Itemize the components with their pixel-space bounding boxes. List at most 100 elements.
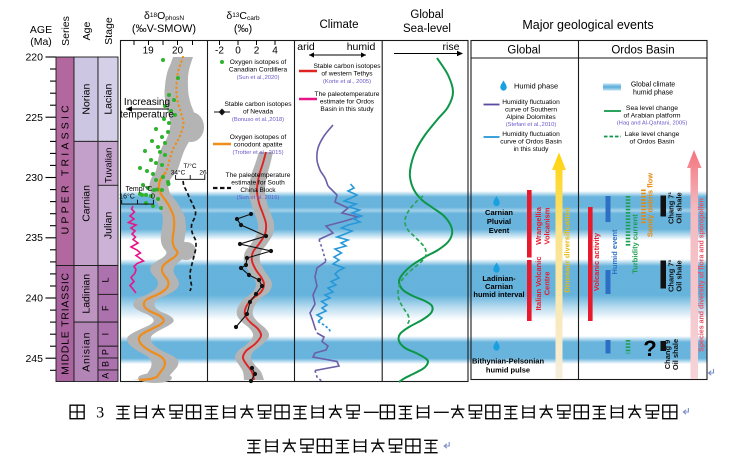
svg-text:Event: Event xyxy=(489,226,510,235)
svg-text:Stable carbon isotopes: Stable carbon isotopes xyxy=(224,101,292,108)
svg-text:230: 230 xyxy=(25,172,43,184)
svg-text:humid: humid xyxy=(347,41,376,53)
svg-text:UPPER TRIASSIC: UPPER TRIASSIC xyxy=(60,102,72,234)
svg-text:2: 2 xyxy=(254,46,260,57)
svg-text:B: B xyxy=(101,361,111,367)
svg-text:of Nevada: of Nevada xyxy=(243,108,273,115)
svg-text:Ordos Basin: Ordos Basin xyxy=(611,45,674,57)
svg-text:Oxygen isotopes of: Oxygen isotopes of xyxy=(230,59,287,66)
svg-text:Chang 7¹: Chang 7¹ xyxy=(667,191,676,224)
svg-text:Oil shale: Oil shale xyxy=(675,260,684,291)
svg-text:Increasing: Increasing xyxy=(124,97,170,108)
svg-text:Sandy debris flow: Sandy debris flow xyxy=(646,173,655,237)
svg-text:Chang 7³: Chang 7³ xyxy=(667,259,676,292)
svg-text:225: 225 xyxy=(25,112,43,124)
svg-text:curve of Southern: curve of Southern xyxy=(505,106,557,113)
svg-text:in this study: in this study xyxy=(514,146,550,153)
svg-text:(Stefani et al.,2010): (Stefani et al.,2010) xyxy=(506,122,557,128)
svg-text:Lacian: Lacian xyxy=(103,84,115,115)
svg-text:26: 26 xyxy=(199,170,207,177)
svg-text:3: 3 xyxy=(96,404,104,421)
svg-text:Ladinian-: Ladinian- xyxy=(482,274,516,283)
svg-text:Volcanism: Volcanism xyxy=(543,207,552,244)
svg-text:Ladinian: Ladinian xyxy=(81,274,93,314)
svg-text:Wrangellia: Wrangellia xyxy=(534,206,543,245)
svg-text:0: 0 xyxy=(151,194,155,201)
svg-text:AGE: AGE xyxy=(30,24,52,36)
svg-text:Temp/°C: Temp/°C xyxy=(126,185,153,193)
svg-text:Sea-level: Sea-level xyxy=(403,23,451,35)
svg-text:estimate for South: estimate for South xyxy=(231,179,285,186)
svg-text:humid phase: humid phase xyxy=(633,90,673,97)
svg-text:Dinosaur diversification: Dinosaur diversification xyxy=(563,207,572,293)
svg-text:Oil shale: Oil shale xyxy=(671,339,680,370)
svg-text:Global: Global xyxy=(507,45,540,57)
svg-text:Species and diversity of flora: Species and diversity of flora and sporo… xyxy=(699,198,706,352)
svg-text:Lake level change: Lake level change xyxy=(625,131,680,138)
svg-text:Chang 9: Chang 9 xyxy=(663,340,672,370)
svg-text:Stage: Stage xyxy=(103,17,115,45)
svg-text:Major geological events: Major geological events xyxy=(522,18,653,32)
svg-text:I: I xyxy=(101,333,111,336)
svg-text:?: ? xyxy=(643,336,656,361)
svg-text:Carnian: Carnian xyxy=(81,185,93,222)
svg-text:T/°C: T/°C xyxy=(183,162,196,170)
svg-text:curve of Ordos Basin: curve of Ordos Basin xyxy=(500,138,562,145)
svg-text:China Block: China Block xyxy=(240,187,276,194)
svg-text:humid pulse: humid pulse xyxy=(486,366,530,375)
svg-text:19: 19 xyxy=(143,46,155,57)
svg-text:Climate: Climate xyxy=(320,19,359,31)
svg-text:MIDDLE TRIASSIC: MIDDLE TRIASSIC xyxy=(60,272,72,375)
svg-text:(Sun et al.,2020): (Sun et al.,2020) xyxy=(237,75,280,81)
svg-text:Oxygen isotopes of: Oxygen isotopes of xyxy=(230,134,287,141)
svg-text:Oil shale: Oil shale xyxy=(675,192,684,223)
svg-text:Sea level change: Sea level change xyxy=(626,105,678,112)
svg-text:Carnian: Carnian xyxy=(485,208,513,217)
svg-text:Basin in this study: Basin in this study xyxy=(320,106,374,113)
svg-text:conodont apatite: conodont apatite xyxy=(234,141,283,148)
svg-text:The paleotemperature: The paleotemperature xyxy=(226,172,291,179)
svg-text:Turbidity current: Turbidity current xyxy=(631,214,640,274)
svg-text:Humidity fluctuation: Humidity fluctuation xyxy=(502,131,560,138)
svg-text:Anisian: Anisian xyxy=(81,332,93,372)
svg-text:Humidity fluctuation: Humidity fluctuation xyxy=(502,99,560,106)
svg-text:4: 4 xyxy=(272,46,278,57)
svg-text:humid interval: humid interval xyxy=(473,290,524,299)
svg-text:16°C: 16°C xyxy=(119,193,135,201)
svg-text:(Trotter et al., 2015): (Trotter et al., 2015) xyxy=(232,150,283,156)
svg-text:rise: rise xyxy=(443,41,460,53)
svg-text:0: 0 xyxy=(235,46,241,57)
svg-text:Norian: Norian xyxy=(81,84,93,115)
svg-text:L: L xyxy=(101,277,111,282)
svg-text:of Arabian platform: of Arabian platform xyxy=(623,113,680,120)
svg-text:Humid phase: Humid phase xyxy=(514,82,558,91)
svg-text:34°C: 34°C xyxy=(171,169,186,177)
svg-text:A: A xyxy=(101,373,111,379)
svg-text:Bithynian-Pelsonian: Bithynian-Pelsonian xyxy=(472,357,545,366)
svg-text:Global: Global xyxy=(410,9,443,21)
svg-text:Tuvalian: Tuvalian xyxy=(104,148,115,184)
svg-text:Centre: Centre xyxy=(543,272,552,296)
svg-text:(Sun et al. 2016): (Sun et al. 2016) xyxy=(237,195,280,201)
svg-text:(Ma): (Ma) xyxy=(30,36,52,48)
svg-text:of western Tethys: of western Tethys xyxy=(321,70,373,77)
svg-text:(Haq and Al-Qahtani, 2005): (Haq and Al-Qahtani, 2005) xyxy=(617,121,688,127)
svg-text:-2: -2 xyxy=(215,46,224,57)
svg-text:(‰): (‰) xyxy=(234,23,252,35)
svg-text:220: 220 xyxy=(25,52,43,64)
svg-text:of Ordos Basin: of Ordos Basin xyxy=(630,139,675,146)
svg-text:P: P xyxy=(101,349,111,355)
svg-text:Pluvial: Pluvial xyxy=(487,217,511,226)
svg-text:F: F xyxy=(101,305,111,311)
svg-text:temperature: temperature xyxy=(120,110,174,121)
svg-text:Series: Series xyxy=(60,16,72,46)
svg-text:20: 20 xyxy=(172,46,184,57)
svg-text:Global climate: Global climate xyxy=(631,82,675,89)
svg-text:235: 235 xyxy=(25,232,43,244)
svg-text:Volcanic activity: Volcanic activity xyxy=(592,232,601,291)
svg-text:Alpine Dolomites: Alpine Dolomites xyxy=(506,114,556,121)
svg-text:Stable carbon isotopes: Stable carbon isotopes xyxy=(313,63,381,70)
svg-text:Carnian: Carnian xyxy=(485,282,513,291)
svg-text:Age: Age xyxy=(81,22,93,41)
svg-text:(Korte et al., 2005): (Korte et al., 2005) xyxy=(323,79,371,85)
